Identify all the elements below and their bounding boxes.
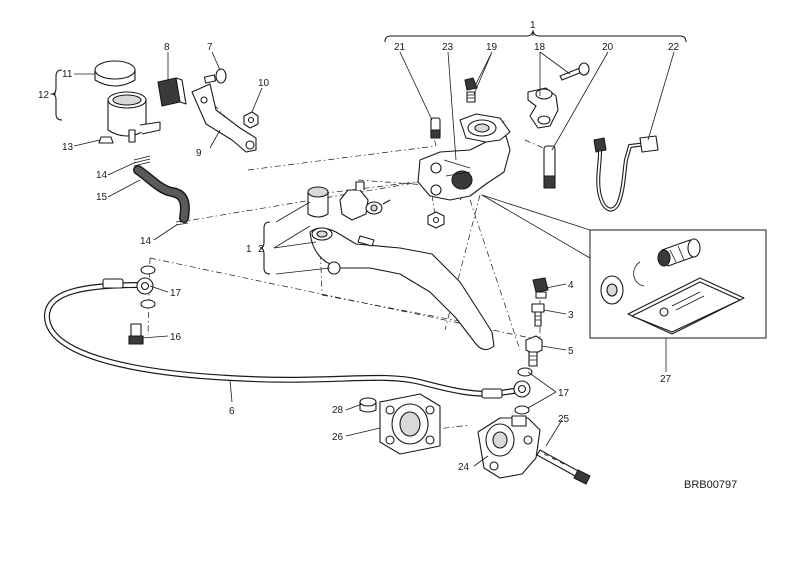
dowel-28 xyxy=(359,397,377,413)
handlebar-clamp xyxy=(527,87,559,129)
callout-18: 18 xyxy=(534,42,546,53)
callout-3: 3 xyxy=(568,310,574,321)
callout-9: 9 xyxy=(196,148,202,159)
callout-11: 11 xyxy=(62,69,73,80)
callout-14-lower: 14 xyxy=(140,236,152,247)
screw-7 xyxy=(203,68,227,84)
slave-cylinder-24 xyxy=(477,415,541,479)
callout-13: 13 xyxy=(62,142,74,153)
reservoir-body xyxy=(98,91,161,144)
callout-16: 16 xyxy=(170,332,182,343)
callout-1-lever: 1 xyxy=(246,244,252,255)
banjo-bolt-16 xyxy=(128,323,144,345)
callout-2: 2 xyxy=(258,244,264,255)
clutch-switch-cable xyxy=(593,135,659,212)
lower-bolt xyxy=(427,211,445,229)
washers-lower xyxy=(514,367,533,415)
callout-8: 8 xyxy=(164,42,170,53)
reservoir-holder xyxy=(157,77,187,107)
kit-circlip xyxy=(633,261,645,287)
kit-piston xyxy=(657,238,701,267)
kit-seal-cup xyxy=(600,275,624,305)
callout-20: 20 xyxy=(602,42,614,53)
leader-lines xyxy=(50,30,675,467)
clamp-screw xyxy=(559,62,590,81)
callout-6: 6 xyxy=(229,406,235,417)
drawing-code: BRB00797 xyxy=(684,479,737,491)
clutch-hose xyxy=(44,277,531,399)
long-bolt-25 xyxy=(536,449,591,485)
slave-spacer-26 xyxy=(379,393,441,455)
assembly-1-brace xyxy=(384,30,687,43)
repair-kit-box xyxy=(481,194,767,339)
nut-10 xyxy=(243,111,259,129)
bleed-nipple-4 xyxy=(532,277,549,299)
kit-instruction-card xyxy=(627,277,745,335)
callout-17-lower: 17 xyxy=(558,388,570,399)
reservoir-cap xyxy=(94,60,136,87)
callout-7: 7 xyxy=(207,42,213,53)
callout-27: 27 xyxy=(660,374,672,385)
callout-26: 26 xyxy=(332,432,344,443)
callout-14-upper: 14 xyxy=(96,170,108,181)
callout-28: 28 xyxy=(332,405,344,416)
clutch-lever xyxy=(309,227,495,351)
banjo-bolt-5 xyxy=(525,335,543,367)
callout-5: 5 xyxy=(568,346,574,357)
callout-24: 24 xyxy=(458,462,470,473)
switch-pin-20 xyxy=(543,145,556,189)
callout-22: 22 xyxy=(668,42,680,53)
callout-1: 1 xyxy=(530,20,536,31)
callout-21: 21 xyxy=(394,42,406,53)
master-cylinder-body xyxy=(417,113,511,201)
callout-10: 10 xyxy=(258,78,270,89)
callout-15: 15 xyxy=(96,192,108,203)
lever-bushing xyxy=(307,186,329,218)
washers-upper xyxy=(140,265,156,309)
callout-12: 12 xyxy=(38,90,50,101)
bleeder-19 xyxy=(464,77,478,103)
hose-fitting-lower xyxy=(481,388,503,399)
callout-4: 4 xyxy=(568,280,574,291)
callout-19: 19 xyxy=(486,42,498,53)
banjo-bolt-3 xyxy=(531,303,545,327)
callout-25: 25 xyxy=(558,414,570,425)
hose-clip-upper xyxy=(133,155,151,167)
callout-23: 23 xyxy=(442,42,454,53)
callout-labels: 1 21 23 19 18 20 22 8 7 10 11 12 13 14 1… xyxy=(38,20,680,473)
pivot-pin-21 xyxy=(430,117,441,139)
hose-fitting-upper xyxy=(102,278,124,289)
lever-adjuster xyxy=(339,181,391,221)
callout-17-upper: 17 xyxy=(170,288,182,299)
reservoir-hose xyxy=(133,165,190,223)
